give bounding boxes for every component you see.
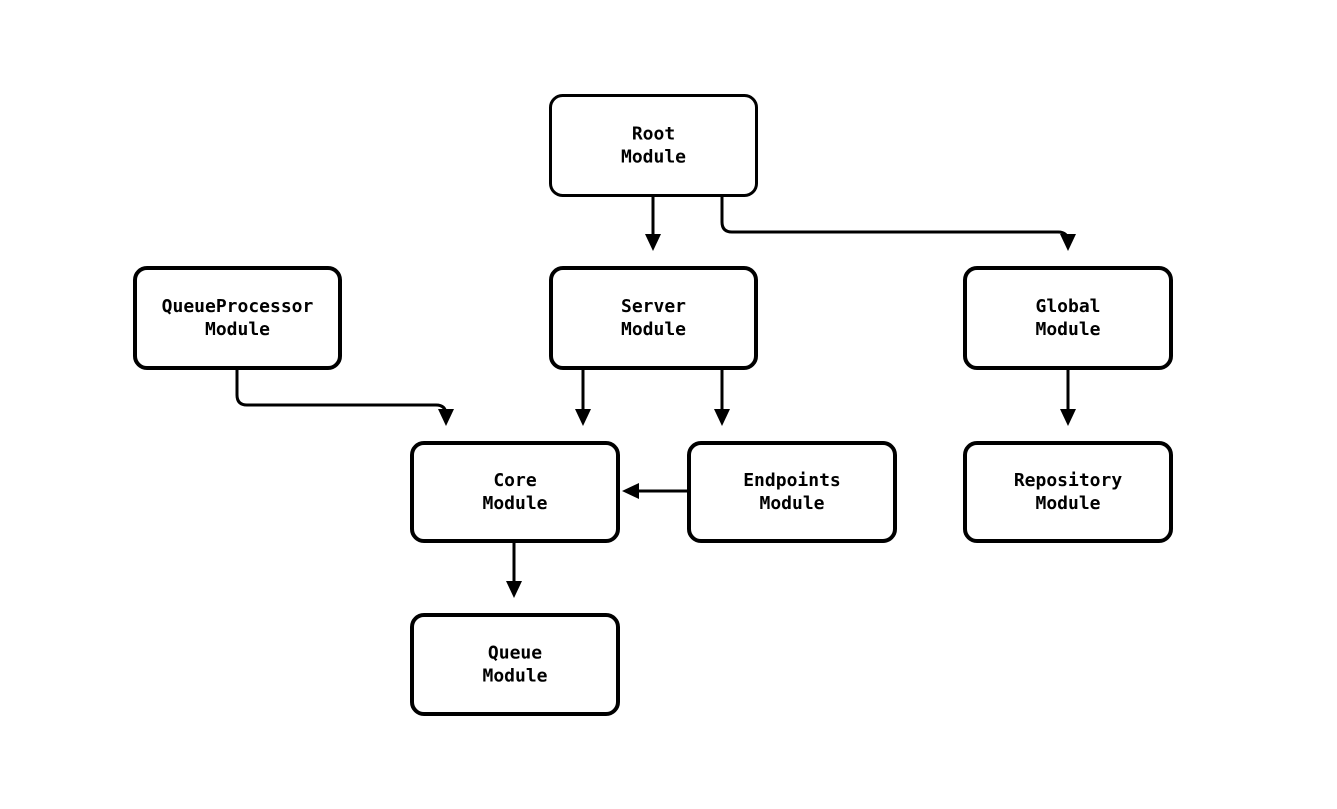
edge-core-to-queue [506, 543, 522, 598]
core-module-label-line1: Core [493, 470, 537, 491]
edge-root-to-server [645, 197, 661, 251]
server-module-label-line1: Server [621, 296, 686, 317]
edge-server-to-endpoints-arrowhead [714, 409, 730, 426]
endpoints-module-label-line1: Endpoints [743, 470, 841, 491]
root-module-label-line1: Root [632, 124, 675, 145]
edge-root-to-global-arrowhead [1060, 234, 1076, 251]
endpoints-module-label-line2: Module [759, 493, 824, 514]
edge-endpoints-to-core-arrowhead [622, 483, 639, 499]
edge-queueprocessor-to-core-arrowhead [438, 409, 454, 426]
endpoints-module-box[interactable] [687, 441, 897, 543]
repository-module-box[interactable] [963, 441, 1173, 543]
global-module-box[interactable] [963, 266, 1173, 370]
edge-server-to-core [575, 370, 591, 426]
queueprocessor-module-label-line1: QueueProcessor [162, 296, 314, 317]
queueprocessor-module-label-line2: Module [205, 319, 270, 340]
edge-server-to-core-arrowhead [575, 409, 591, 426]
edge-queueprocessor-to-core-line [235, 370, 448, 417]
edge-global-to-repository-arrowhead [1060, 409, 1076, 426]
edge-server-to-endpoints [714, 370, 730, 426]
core-module-label-line2: Module [482, 493, 547, 514]
edge-root-to-global-line [720, 197, 1070, 244]
edge-global-to-repository [1060, 370, 1076, 426]
global-module-label-line1: Global [1035, 296, 1100, 317]
root-module-box[interactable] [549, 94, 758, 197]
edge-queueprocessor-to-core [235, 370, 454, 426]
edge-root-to-global [720, 197, 1076, 251]
core-module-box[interactable] [410, 441, 620, 543]
queue-module-box[interactable] [410, 613, 620, 716]
edges-layer [235, 197, 1076, 598]
queue-module-label-line1: Queue [488, 643, 542, 664]
edge-core-to-queue-arrowhead [506, 581, 522, 598]
nodes-layer: RootModuleQueueProcessorModuleServerModu… [133, 94, 1173, 716]
repository-module-label-line1: Repository [1014, 470, 1123, 491]
repository-module-label-line2: Module [1035, 493, 1100, 514]
server-module-box[interactable] [549, 266, 758, 370]
server-module-label-line2: Module [621, 319, 686, 340]
queueprocessor-module-box[interactable] [133, 266, 342, 370]
global-module-label-line2: Module [1035, 319, 1100, 340]
root-module-label-line2: Module [621, 147, 686, 168]
queue-module-label-line2: Module [482, 666, 547, 687]
edge-root-to-server-arrowhead [645, 234, 661, 251]
edge-endpoints-to-core [622, 483, 687, 499]
